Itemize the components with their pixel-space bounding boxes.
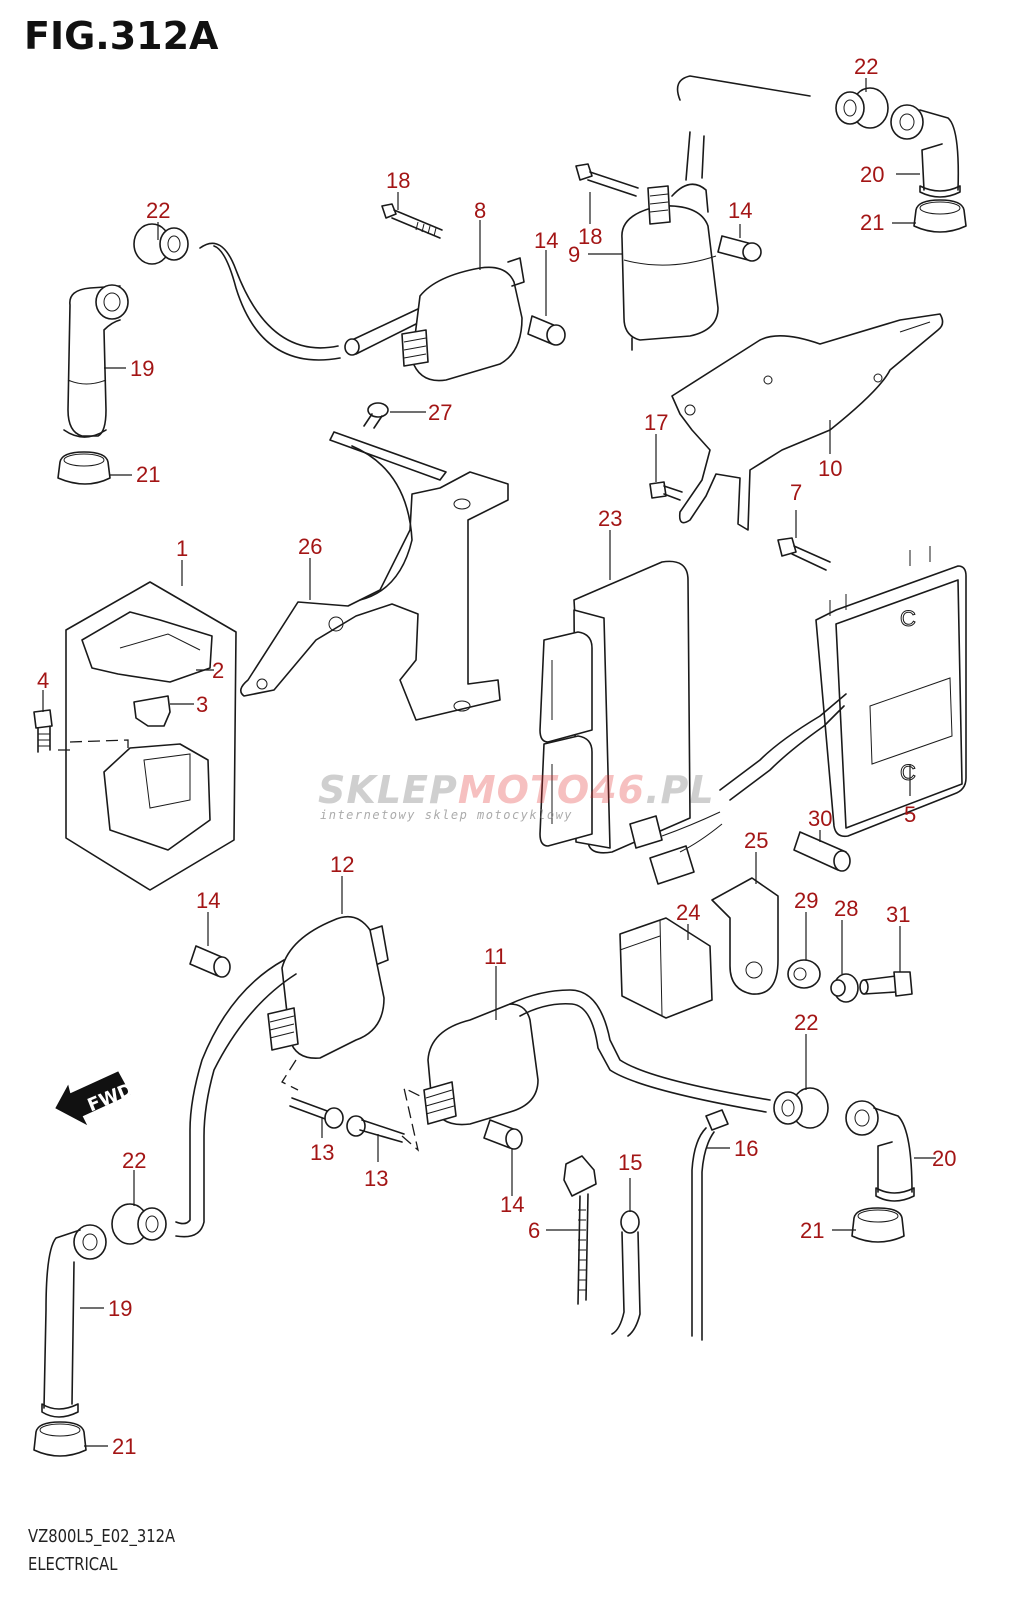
ignition-coil-12[interactable] xyxy=(175,915,389,1238)
callout-11[interactable]: 11 xyxy=(484,944,507,969)
callout-15[interactable]: 15 xyxy=(618,1150,642,1175)
cord-seal-upper-right[interactable] xyxy=(835,87,889,129)
callout-23[interactable]: 23 xyxy=(598,506,622,531)
coil-bolt-13-b[interactable] xyxy=(346,1086,421,1152)
callout-21b[interactable]: 21 xyxy=(860,210,884,235)
cable-tie-16[interactable] xyxy=(691,1109,729,1341)
callout-22d[interactable]: 22 xyxy=(122,1148,146,1173)
figure-section: ELECTRICAL xyxy=(28,1554,118,1575)
callout-14a[interactable]: 14 xyxy=(534,228,558,253)
fwd-arrow-icon: FWD xyxy=(55,1071,136,1126)
callout-3[interactable]: 3 xyxy=(196,692,208,717)
fuse-box-1[interactable] xyxy=(58,581,237,891)
callout-9[interactable]: 9 xyxy=(568,242,580,267)
callout-13b[interactable]: 13 xyxy=(364,1166,388,1191)
regulator-bolt-7[interactable] xyxy=(777,537,831,571)
coil-bolt-18-left[interactable] xyxy=(381,203,443,239)
fuse-box-bolt-4[interactable] xyxy=(33,709,53,753)
callout-30[interactable]: 30 xyxy=(808,806,832,831)
callout-29[interactable]: 29 xyxy=(794,888,818,913)
figure-code: VZ800L5_E02_312A xyxy=(28,1526,176,1547)
cord-seal-upper-left[interactable] xyxy=(133,223,189,265)
callout-5[interactable]: 5 xyxy=(904,802,916,827)
callout-14b[interactable]: 14 xyxy=(728,198,752,223)
ecm-bracket-26[interactable] xyxy=(240,431,509,721)
spacer-14-lower-right[interactable] xyxy=(483,1119,523,1150)
spacer-14-upper[interactable] xyxy=(527,315,566,346)
callout-10[interactable]: 10 xyxy=(818,456,842,481)
callout-26[interactable]: 26 xyxy=(298,534,322,559)
cap-seal-lower-left[interactable] xyxy=(33,1421,87,1457)
ignition-coil-11[interactable] xyxy=(423,989,771,1126)
spacer-14-right[interactable] xyxy=(717,235,762,262)
callout-16[interactable]: 16 xyxy=(734,1136,758,1161)
spacer-30[interactable] xyxy=(793,831,851,872)
callout-31[interactable]: 31 xyxy=(886,902,910,927)
callout-7[interactable]: 7 xyxy=(790,480,802,505)
callout-12[interactable]: 12 xyxy=(330,852,354,877)
spacer-14-lower-left[interactable] xyxy=(189,945,231,978)
spark-plug-cap-lower-left[interactable] xyxy=(41,1224,107,1418)
coil-bolt-13-a[interactable] xyxy=(289,1097,344,1129)
bracket-bolt-17[interactable] xyxy=(649,481,683,501)
bolt-31[interactable] xyxy=(859,971,913,997)
callout-18b[interactable]: 18 xyxy=(578,224,602,249)
callout-4[interactable]: 4 xyxy=(37,668,49,693)
callout-19b[interactable]: 19 xyxy=(108,1296,132,1321)
callout-14c[interactable]: 14 xyxy=(196,888,220,913)
collar-28[interactable] xyxy=(830,973,859,1003)
wire-connectors[interactable] xyxy=(629,811,723,885)
relay-24[interactable] xyxy=(619,917,713,1019)
callout-2[interactable]: 2 xyxy=(212,658,224,683)
callout-27[interactable]: 27 xyxy=(428,400,452,425)
callout-1[interactable]: 1 xyxy=(176,536,188,561)
cable-tie-clamp-6[interactable] xyxy=(563,1155,597,1305)
callout-22c[interactable]: 22 xyxy=(794,1010,818,1035)
cap-seal-upper-right[interactable] xyxy=(913,199,967,233)
ignition-coil-9[interactable] xyxy=(621,75,811,351)
hv-cord-upper-left[interactable] xyxy=(199,242,341,361)
callout-21d[interactable]: 21 xyxy=(112,1434,136,1459)
ecm-23[interactable] xyxy=(539,560,691,854)
band-15[interactable] xyxy=(611,1210,641,1337)
callout-28[interactable]: 28 xyxy=(834,896,858,921)
ignition-coil-8[interactable] xyxy=(344,257,525,382)
figure-title: FIG.312A xyxy=(24,14,219,58)
spark-plug-cap-upper-left[interactable] xyxy=(63,284,129,438)
callout-22b[interactable]: 22 xyxy=(854,54,878,79)
callout-17[interactable]: 17 xyxy=(644,410,668,435)
spark-plug-cap-lower-right[interactable] xyxy=(845,1100,915,1202)
callout-14d[interactable]: 14 xyxy=(500,1192,524,1217)
coil-bolt-18-right[interactable] xyxy=(575,163,639,197)
cord-seal-lower-left[interactable] xyxy=(111,1203,167,1245)
callout-13a[interactable]: 13 xyxy=(310,1140,334,1165)
callout-25[interactable]: 25 xyxy=(744,828,768,853)
relay-bracket-25[interactable] xyxy=(711,877,779,995)
callout-8[interactable]: 8 xyxy=(474,198,486,223)
callout-19a[interactable]: 19 xyxy=(130,356,154,381)
cord-seal-lower-right[interactable] xyxy=(773,1087,829,1129)
callout-18a[interactable]: 18 xyxy=(386,168,410,193)
cap-seal-lower-right[interactable] xyxy=(851,1207,905,1243)
coil-bracket-10[interactable] xyxy=(671,313,944,531)
callout-24[interactable]: 24 xyxy=(676,900,700,925)
callout-22a[interactable]: 22 xyxy=(146,198,170,223)
callout-6[interactable]: 6 xyxy=(528,1218,540,1243)
cap-seal-upper-left[interactable] xyxy=(57,451,111,485)
callout-20b[interactable]: 20 xyxy=(932,1146,956,1171)
cushion-29[interactable] xyxy=(787,959,821,989)
callout-labels: 1 2 3 4 5 6 7 8 9 10 11 12 13 13 14 14 1… xyxy=(37,54,956,1459)
leader-lines xyxy=(42,78,936,1447)
screw-27[interactable] xyxy=(363,402,389,429)
callout-20a[interactable]: 20 xyxy=(860,162,884,187)
callout-21a[interactable]: 21 xyxy=(136,462,160,487)
regulator-rectifier-5[interactable]: C C xyxy=(719,546,967,838)
callout-21c[interactable]: 21 xyxy=(800,1218,824,1243)
figure-footer: VZ800L5_E02_312A ELECTRICAL xyxy=(28,1523,175,1579)
svg-text:C: C xyxy=(900,606,916,631)
svg-text:C: C xyxy=(900,760,916,785)
spark-plug-cap-upper-right[interactable] xyxy=(890,104,961,198)
